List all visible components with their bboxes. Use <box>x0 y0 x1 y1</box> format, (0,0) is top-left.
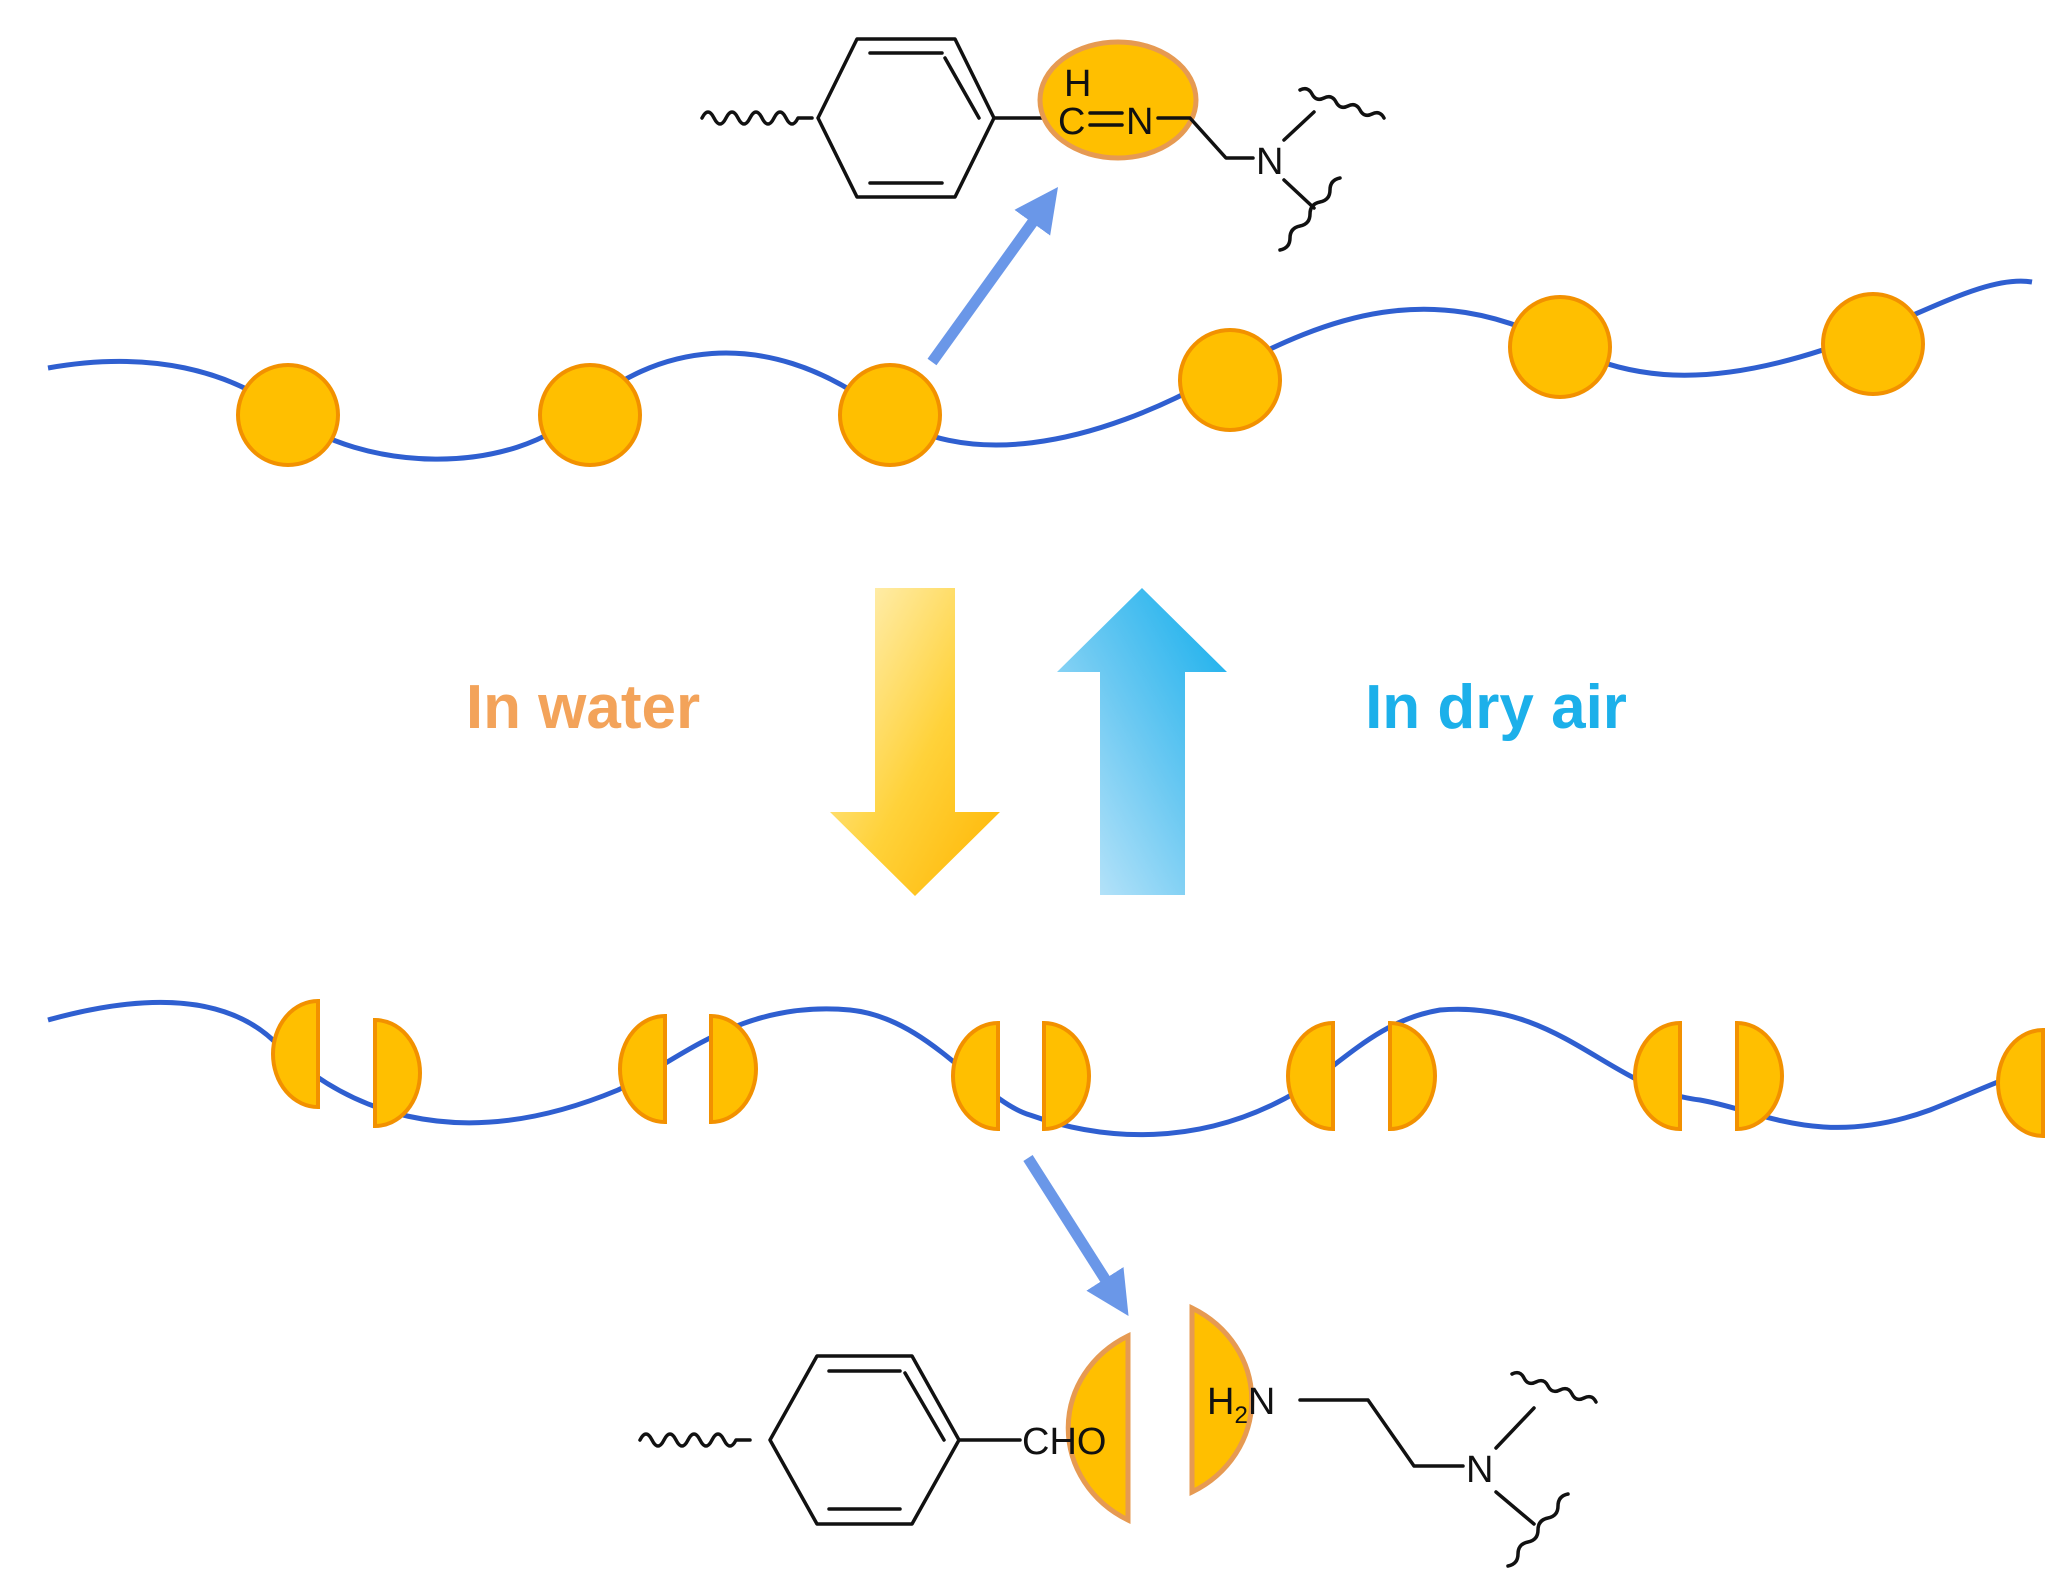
polymer-squiggle-icon <box>700 110 814 126</box>
aldehyde-half-bead <box>1065 1331 1131 1525</box>
aldehyde-half-bead <box>1633 1020 1682 1132</box>
pointer-arrow-bottom <box>1023 1155 1129 1316</box>
amine-n-label: N <box>1248 1381 1275 1423</box>
amine-h-label: H <box>1207 1381 1234 1423</box>
reformation-arrow <box>1057 588 1227 895</box>
amine-half-bead <box>1042 1020 1091 1132</box>
imine-c-label: C <box>1058 101 1085 143</box>
aldehyde-half-bead <box>1286 1020 1335 1132</box>
amine-subscript-label: 2 <box>1234 1402 1247 1429</box>
imine-h-label: H <box>1064 63 1091 105</box>
aldehyde-half-bead <box>618 1013 667 1125</box>
substituent-squiggle-icon <box>1506 1492 1570 1568</box>
amine-half-bead <box>709 1013 758 1125</box>
intact-polymer-chain <box>47 278 2033 467</box>
imine-bead <box>1178 328 1282 432</box>
aldehyde-half-bead <box>1996 1027 2045 1139</box>
polymer-squiggle-icon <box>638 1432 752 1448</box>
imine-bond-highlight <box>1037 39 1199 161</box>
imine-bead <box>838 363 942 467</box>
amine-half-bead <box>1388 1020 1437 1132</box>
benzene-ring <box>816 37 996 199</box>
aldehyde-half-bead <box>951 1020 1000 1132</box>
benzene-ring <box>768 1354 961 1526</box>
imine-bead <box>1821 292 1925 396</box>
amine-label: H2N <box>1207 1381 1275 1429</box>
imine-n-label: N <box>1126 101 1153 143</box>
imine-structure: H C N N <box>700 37 1386 252</box>
hydrolysis-arrow <box>830 588 1000 896</box>
pointer-arrow-top <box>927 187 1058 366</box>
substituent-squiggle-icon <box>1510 1370 1598 1404</box>
substituent-squiggle-icon <box>1278 176 1342 252</box>
chain-backbone-bottom <box>47 999 2041 1138</box>
amine-n-label: N <box>1256 141 1283 183</box>
hydrolyzed-polymer-chain <box>47 998 2045 1139</box>
in-dry-air-label: In dry air <box>1365 673 1627 742</box>
amine-half-bead <box>1189 1303 1255 1497</box>
chain-backbone-top <box>47 278 2033 462</box>
tertiary-n-label: N <box>1466 1449 1493 1491</box>
substituent-squiggle-icon <box>1298 86 1386 120</box>
amine-half-bead <box>373 1017 422 1129</box>
in-water-label: In water <box>466 673 700 742</box>
aldehyde-half-bead <box>271 998 320 1110</box>
aldehyde-label: CHO <box>1022 1421 1106 1463</box>
imine-bead <box>1508 295 1612 399</box>
imine-bead <box>538 363 642 467</box>
imine-bead <box>236 363 340 467</box>
hydrolyzed-structure: CHO H2N N <box>638 1303 1598 1568</box>
up-arrow-icon <box>1057 588 1227 895</box>
down-arrow-icon <box>830 588 1000 896</box>
amine-half-bead <box>1735 1020 1784 1132</box>
